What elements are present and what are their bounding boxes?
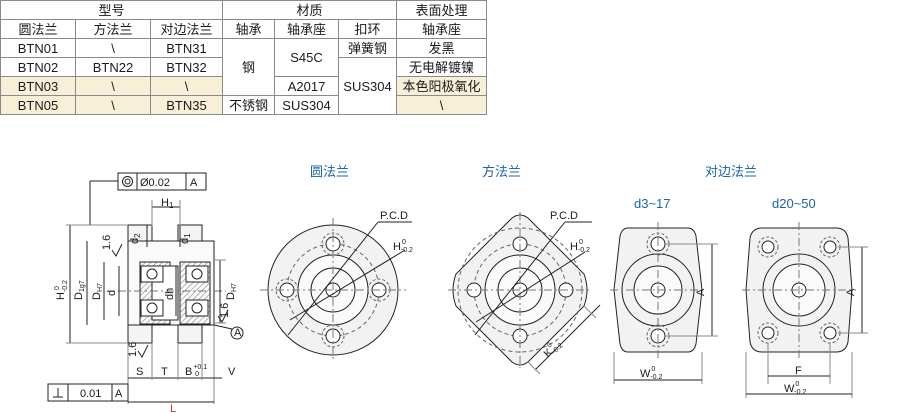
dim-t: T — [161, 366, 168, 378]
header-bearing: 轴承 — [222, 19, 275, 39]
opposite-small-view — [610, 222, 718, 384]
cell-opposite: BTN31 — [150, 38, 223, 58]
cell-opposite: BTN35 — [150, 95, 223, 115]
header-surface-seat: 轴承座 — [396, 19, 487, 39]
large-f: F — [795, 365, 802, 377]
cell-bearing-steel: 钢 — [222, 38, 275, 96]
cell-seat-s45c: S45C — [274, 38, 339, 77]
cell-round: BTN03 — [0, 76, 76, 96]
round-pcd: P.C.D — [380, 210, 408, 222]
square-h: H0-0.2 — [570, 239, 590, 254]
opposite-large-subtitle: d20~50 — [772, 196, 816, 211]
round-flange-view — [260, 218, 412, 362]
datum-circle-label: A — [234, 327, 242, 339]
dim-dh7-left: DH7 — [91, 283, 104, 300]
cell-round: BTN05 — [0, 95, 76, 115]
table-row: BTN02 BTN22 BTN32 SUS304 无电解镀镍 — [0, 57, 487, 115]
dim-h1: H1 — [161, 197, 174, 210]
small-w: W0-0.2 — [640, 366, 662, 381]
cell-surface-anodize: 本色阳极氧化 — [396, 76, 487, 96]
dim-dh: dh — [164, 288, 176, 300]
cell-seat-a2017: A2017 — [274, 76, 339, 96]
cell-snap-sus304: SUS304 — [338, 57, 397, 115]
opposite-view-title: 对边法兰 — [705, 164, 757, 179]
cell-opposite: \ — [150, 76, 223, 96]
round-view-title: 圆法兰 — [310, 164, 349, 179]
table-row: BTN03 \ \ A2017 本色阳极氧化 — [0, 76, 487, 96]
cell-square: \ — [75, 38, 151, 58]
header-surface: 表面处理 — [396, 0, 487, 20]
dim-d1g7: D1g7 — [73, 280, 86, 300]
header-round-flange: 圆法兰 — [0, 19, 76, 39]
cell-seat-sus304: SUS304 — [274, 95, 339, 115]
dim-s: S — [136, 366, 143, 378]
perpendicularity-datum: A — [115, 388, 123, 400]
header-snap-ring: 扣环 — [338, 19, 397, 39]
cell-round: BTN01 — [0, 38, 76, 58]
opposite-small-subtitle: d3~17 — [634, 196, 671, 211]
round-h: H0-0.2 — [393, 239, 413, 254]
dim-d1: d1 — [179, 233, 192, 244]
cell-square: BTN22 — [75, 57, 151, 77]
cell-surface-nickel: 无电解镀镍 — [396, 57, 487, 77]
spec-table: 型号 材质 表面处理 圆法兰 方法兰 对边法兰 轴承 轴承座 扣环 轴承座 BT… — [0, 0, 487, 115]
cell-bearing-stainless: 不锈钢 — [222, 95, 275, 115]
header-bearing-seat: 轴承座 — [274, 19, 339, 39]
concentricity-value: Ø0.02 — [140, 177, 170, 189]
dim-d2: d2 — [129, 233, 142, 244]
cell-surface-black: 发黑 — [396, 38, 487, 58]
cell-round: BTN02 — [0, 57, 76, 77]
perpendicularity-frame — [47, 383, 129, 402]
dim-l: L — [170, 403, 176, 413]
dim-v: V — [228, 366, 236, 378]
side-section-view — [47, 172, 244, 404]
concentricity-datum: A — [190, 177, 198, 189]
large-a: A — [845, 288, 857, 296]
roughness-c: 1.6 — [127, 342, 139, 357]
roughness-a: 1.6 — [101, 235, 113, 250]
square-flange-view — [448, 212, 601, 375]
large-w: W0-0.2 — [784, 381, 806, 396]
cell-surface-none: \ — [396, 95, 487, 115]
perpendicularity-value: 0.01 — [80, 388, 101, 400]
dim-dh7-right: DH7 — [225, 283, 238, 300]
roughness-b: 1.6 — [219, 303, 231, 318]
square-pcd: P.C.D — [550, 210, 578, 222]
square-view-title: 方法兰 — [482, 164, 521, 179]
cell-square: \ — [75, 76, 151, 96]
cell-snap-spring-steel: 弹簧钢 — [338, 38, 397, 58]
dim-d: d — [106, 290, 118, 296]
header-material: 材质 — [222, 0, 397, 20]
cell-opposite: BTN32 — [150, 57, 223, 77]
table-row: BTN05 \ BTN35 不锈钢 SUS304 \ — [0, 95, 487, 115]
header-square-flange: 方法兰 — [75, 19, 151, 39]
table-row: BTN01 \ BTN31 钢 S45C 弹簧钢 发黑 — [0, 38, 487, 96]
dim-h-total: H0-0.2 — [54, 280, 69, 300]
cell-square: \ — [75, 95, 151, 115]
header-model: 型号 — [0, 0, 223, 20]
technical-drawing: Ø0.02 A H1 d1 d2 H0-0.2 D1g7 DH7 d dh DH… — [47, 164, 868, 413]
small-a: A — [695, 288, 707, 296]
opposite-large-view — [742, 222, 868, 398]
header-opposite-flange: 对边法兰 — [150, 19, 223, 39]
